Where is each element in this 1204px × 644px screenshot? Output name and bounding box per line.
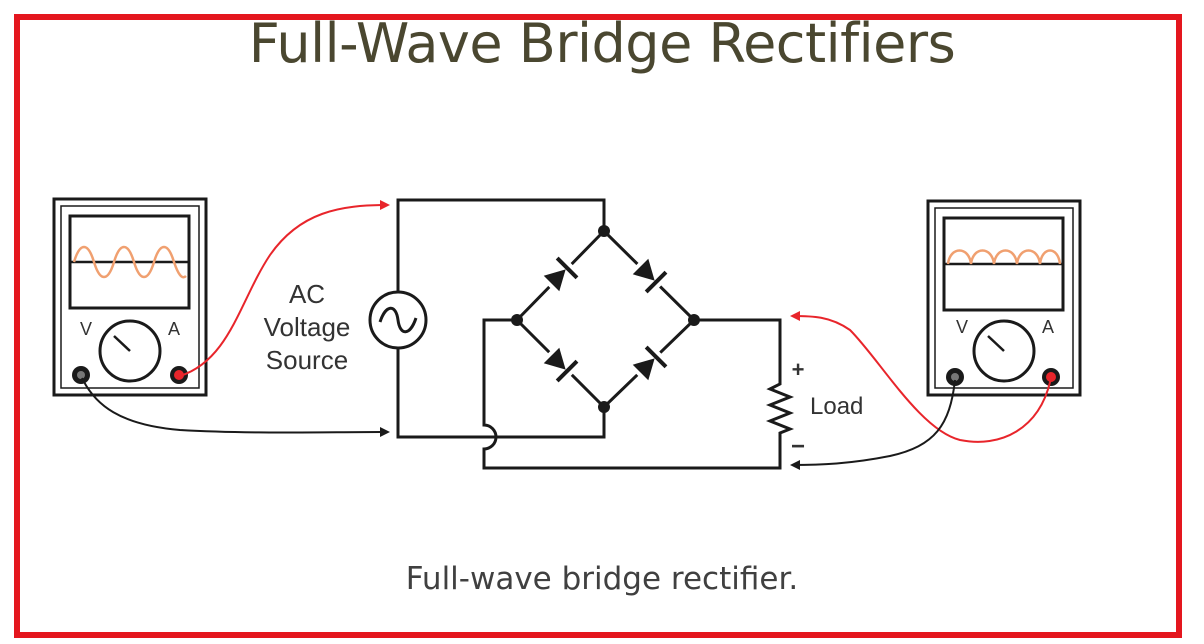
slide-border bbox=[14, 14, 1182, 638]
right-red-probe-lead bbox=[790, 311, 1052, 443]
source-label-line1: AC bbox=[289, 279, 325, 309]
bridge-node-right bbox=[688, 314, 700, 326]
load-resistor bbox=[765, 378, 795, 437]
source-label-line2: Voltage bbox=[264, 312, 351, 342]
diode-bottom-right bbox=[631, 345, 668, 382]
circuit-wiring bbox=[396, 198, 782, 470]
slide-title: Full-Wave Bridge Rectifiers bbox=[248, 12, 956, 75]
bridge-nodes bbox=[511, 225, 700, 413]
bridge-node-left bbox=[511, 314, 523, 326]
bridge-node-top bbox=[598, 225, 610, 237]
right-meter-a-label: A bbox=[1042, 317, 1054, 337]
left-meter-v-label: V bbox=[80, 319, 92, 339]
right-meter-rectified-trace bbox=[946, 249, 1062, 265]
bridge-node-bottom bbox=[598, 401, 610, 413]
load-label: Load bbox=[810, 393, 863, 420]
right-meter-needle bbox=[987, 335, 1005, 352]
figure-caption: Full-wave bridge rectifier. bbox=[405, 561, 799, 597]
left-red-probe-lead bbox=[179, 200, 390, 377]
load-minus-sign: − bbox=[791, 433, 805, 460]
right-meter-v-label: V bbox=[956, 317, 968, 337]
diode-top-right bbox=[631, 257, 668, 294]
load-plus-sign: + bbox=[792, 357, 805, 382]
right-black-probe-lead bbox=[790, 379, 956, 470]
source-label-line3: Source bbox=[266, 345, 348, 375]
right-oscilloscope-meter bbox=[926, 199, 1082, 397]
diode-bottom-left bbox=[542, 346, 579, 383]
left-oscilloscope-meter bbox=[52, 197, 208, 397]
left-meter-needle bbox=[113, 335, 131, 352]
ac-source-symbol bbox=[368, 290, 428, 350]
left-meter-sine-trace bbox=[72, 245, 187, 279]
left-meter-a-label: A bbox=[168, 319, 180, 339]
diode-top-left bbox=[542, 256, 579, 293]
left-black-probe-lead bbox=[81, 377, 390, 438]
